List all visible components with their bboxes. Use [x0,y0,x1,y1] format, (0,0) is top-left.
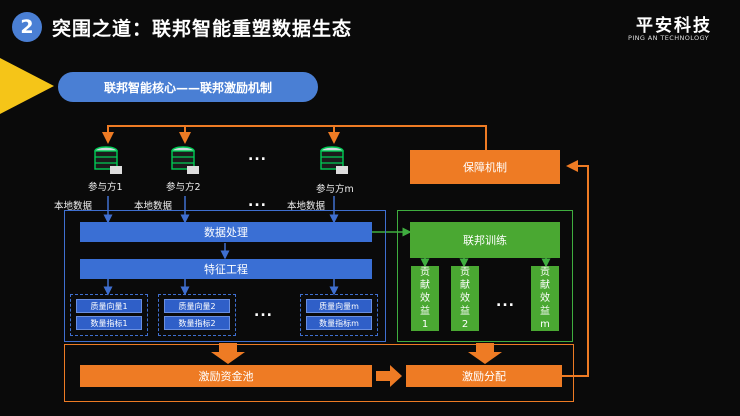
local-data-label: 本地数据 [134,201,173,212]
quantity-indicator-chip: 数量指标2 [164,316,230,330]
quality-vector-chip: 质量向量m [306,299,372,313]
training-region [397,210,573,342]
contribution-box: 贡献效益1 [411,266,439,331]
guarantee-mechanism-box: 保障机制 [410,150,560,184]
chip-group [70,294,148,336]
ellipsis: ... [248,148,267,164]
company-logo-subtitle: PING AN TECHNOLOGY [628,34,710,42]
federated-training-box: 联邦训练 [410,222,560,258]
participant-label: 参与方1 [88,182,123,193]
quantity-indicator-chip: 数量指标1 [76,316,142,330]
local-data-label: 本地数据 [54,201,93,212]
feature-engineering-bar: 特征工程 [80,259,372,279]
ellipsis: ... [254,304,273,320]
database-icon [92,146,124,176]
quality-vector-chip: 质量向量2 [164,299,230,313]
chip-group [300,294,378,336]
section-pill: 联邦智能核心——联邦激励机制 [58,72,318,102]
ellipsis: ... [496,294,515,310]
accent-triangle-icon [0,58,54,114]
database-icon [169,146,201,176]
slide-title: 突围之道：联邦智能重塑数据生态 [52,18,353,40]
incentive-pool-bar: 激励资金池 [80,365,372,387]
chip-group [158,294,236,336]
participant-label: 参与方2 [166,182,201,193]
contribution-box: 贡献效益2 [451,266,479,331]
incentive-region [64,344,574,402]
local-data-label: 本地数据 [287,201,326,212]
database-icon [318,146,350,176]
quantity-indicator-chip: 数量指标m [306,316,372,330]
company-logo-text: 平安科技 [636,16,712,36]
processing-region [64,210,386,342]
ellipsis: ... [248,194,267,210]
section-number-badge: 2 [12,12,42,42]
contribution-box: 贡献效益m [531,266,559,331]
quality-vector-chip: 质量向量1 [76,299,142,313]
data-processing-bar: 数据处理 [80,222,372,242]
incentive-distribution-bar: 激励分配 [406,365,562,387]
participant-label: 参与方m [316,184,354,195]
